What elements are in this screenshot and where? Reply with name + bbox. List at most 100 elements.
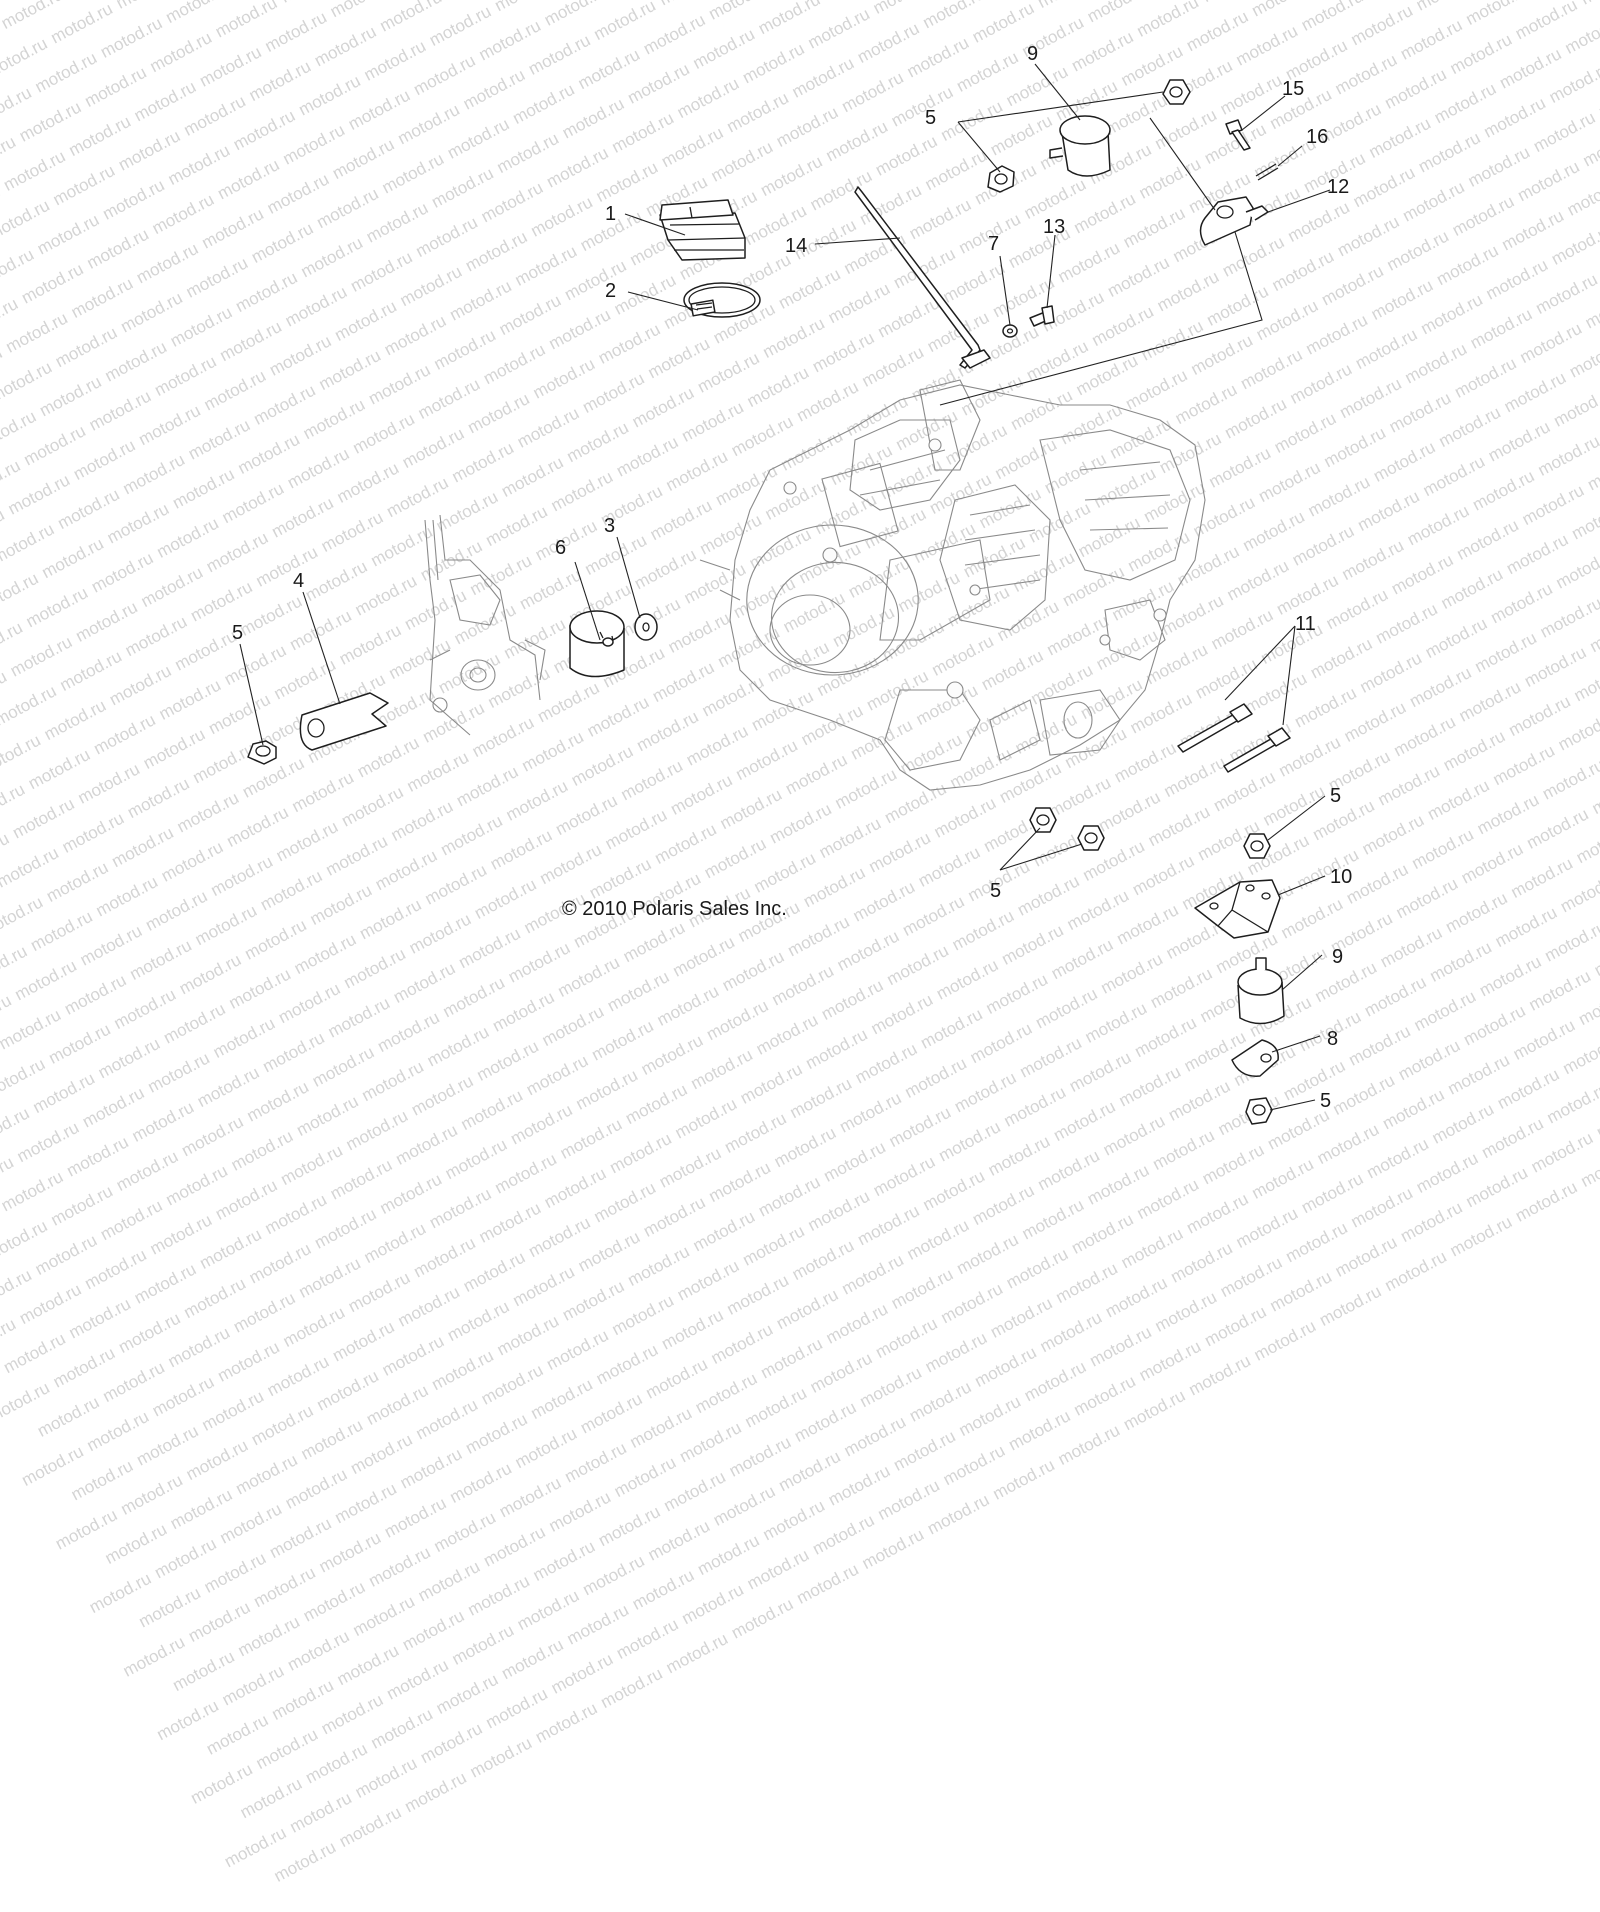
watermark-text: motod.ru	[292, 1243, 374, 1310]
watermark-text: motod.ru	[835, 1240, 917, 1307]
part-5-nuts-bottom-center	[1030, 808, 1104, 850]
watermark-text: motod.ru	[1002, 1396, 1084, 1463]
part-3-washer	[635, 614, 657, 640]
watermark-text: motod.ru	[177, 1264, 259, 1331]
watermark-text: motod.ru	[722, 1422, 804, 1489]
callout-5-top: 5	[925, 107, 936, 129]
watermark-text: motod.ru	[591, 1492, 673, 1559]
watermark-text: motod.ru	[1328, 1222, 1410, 1289]
watermark-text: motod.ru	[1164, 1228, 1246, 1295]
watermark-text: motod.ru	[62, 1284, 144, 1351]
watermark-text: motod.ru	[413, 1709, 495, 1776]
watermark-text: motod.ru	[738, 1373, 820, 1440]
callout-5-right-mid: 5	[1330, 785, 1341, 807]
watermark-text: motod.ru	[772, 1437, 854, 1504]
watermark-text: motod.ru	[756, 1486, 838, 1553]
watermark-text: motod.ru	[900, 1205, 982, 1272]
watermark-text: motod.ru	[510, 1575, 592, 1642]
watermark-text: motod.ru	[197, 1538, 279, 1605]
watermark-text: motod.ru	[0, 1255, 45, 1322]
watermark-text: motod.ru	[148, 1524, 230, 1591]
watermark-text: motod.ru	[1098, 1263, 1180, 1330]
watermark-text: motod.ru	[673, 1408, 755, 1475]
watermark-text: motod.ru	[429, 1659, 511, 1726]
leader-lines	[240, 64, 1330, 1110]
watermark-text: motod.ru	[655, 1295, 737, 1362]
watermark-text: motod.ru	[589, 1330, 671, 1397]
part-7-washer	[1003, 325, 1017, 337]
watermark-text: motod.ru	[391, 1272, 473, 1339]
watermark-text: motod.ru	[193, 1214, 275, 1281]
watermark-text: motod.ru	[362, 1532, 444, 1599]
watermark-text: motod.ru	[623, 1393, 705, 1460]
watermark-text: motod.ru	[211, 1327, 293, 1394]
watermark-text: motod.ru	[0, 1191, 11, 1258]
watermark-text: motod.ru	[199, 1700, 281, 1767]
watermark-text: motod.ru	[263, 1503, 345, 1570]
watermark-text: motod.ru	[80, 1397, 162, 1464]
part-9-mount-top	[1050, 116, 1110, 176]
watermark-text: motod.ru	[594, 1653, 676, 1720]
watermark-text: motod.ru	[952, 1381, 1034, 1448]
callout-16: 16	[1306, 126, 1328, 148]
watermark-text: motod.ru	[195, 1376, 277, 1443]
watermark-text: motod.ru	[803, 1338, 885, 1405]
callout-6: 6	[555, 537, 566, 559]
watermark-text: motod.ru	[920, 1480, 1002, 1547]
frame-fragment	[425, 515, 545, 735]
watermark-text: motod.ru	[1247, 1306, 1329, 1373]
watermark-text: motod.ru	[1279, 1208, 1361, 1275]
watermark-text: motod.ru	[0, 1304, 29, 1371]
watermark-text: motod.ru	[555, 1266, 637, 1333]
watermark-text: motod.ru	[675, 1570, 757, 1637]
callout-12: 12	[1327, 176, 1349, 198]
watermark-text: motod.ru	[986, 1445, 1068, 1512]
watermark-text: motod.ru	[542, 1477, 624, 1544]
watermark-text: motod.ru	[393, 1434, 475, 1501]
watermark-text: motod.ru	[724, 1584, 806, 1651]
watermark-text: motod.ru	[242, 1229, 324, 1296]
watermark-text: motod.ru	[443, 1448, 525, 1515]
watermark-text: motod.ru	[851, 1191, 933, 1258]
part-13-bolt	[1030, 306, 1054, 326]
watermark-text: motod.ru	[1083, 1312, 1165, 1379]
watermark-text: motod.ru	[341, 1258, 423, 1325]
watermark-text: motod.ru	[659, 1619, 741, 1686]
watermark-text: motod.ru	[754, 1324, 836, 1391]
watermark-text: motod.ru	[247, 1553, 329, 1620]
watermark-text: motod.ru	[479, 1674, 561, 1741]
watermark-text: motod.ru	[1017, 1347, 1099, 1414]
watermark-text: motod.ru	[328, 1469, 410, 1536]
watermark-text: motod.ru	[884, 1254, 966, 1321]
watermark-text: motod.ru	[790, 1549, 872, 1616]
watermark-text: motod.ru	[161, 1313, 243, 1380]
watermark-text: motod.ru	[82, 1558, 164, 1625]
watermark-text: motod.ru	[1213, 1242, 1295, 1309]
watermark-text: motod.ru	[1065, 1199, 1147, 1266]
watermark-text: motod.ru	[720, 1260, 802, 1327]
watermark-text: motod.ru	[28, 1220, 110, 1287]
watermark-text: motod.ru	[217, 1813, 299, 1880]
watermark-text: motod.ru	[1067, 1361, 1149, 1428]
callout-3: 3	[604, 515, 615, 537]
watermark-text: motod.ru	[657, 1457, 739, 1524]
watermark-text: motod.ru	[918, 1318, 1000, 1385]
watermark-text: motod.ru	[143, 1200, 225, 1267]
watermark-text: motod.ru	[526, 1526, 608, 1593]
watermark-text: motod.ru	[166, 1636, 248, 1703]
watermark-text: motod.ru	[902, 1367, 984, 1434]
part-1-intake-boot	[660, 200, 745, 260]
callout-14: 14	[785, 235, 807, 257]
watermark-text: motod.ru	[127, 1249, 209, 1316]
watermark-text: motod.ru	[407, 1223, 489, 1290]
watermark-text: motod.ru	[871, 1465, 953, 1532]
watermark-text: motod.ru	[308, 1194, 390, 1261]
watermark-text: motod.ru	[459, 1399, 541, 1466]
watermark-text: motod.ru	[787, 1387, 869, 1454]
watermark-text: motod.ru	[179, 1425, 261, 1492]
watermark-text: motod.ru	[855, 1515, 937, 1582]
callout-13: 13	[1043, 216, 1065, 238]
watermark-text: motod.ru	[0, 1368, 63, 1435]
watermark-text: motod.ru	[359, 1370, 441, 1437]
watermark-text: motod.ru	[461, 1561, 543, 1628]
